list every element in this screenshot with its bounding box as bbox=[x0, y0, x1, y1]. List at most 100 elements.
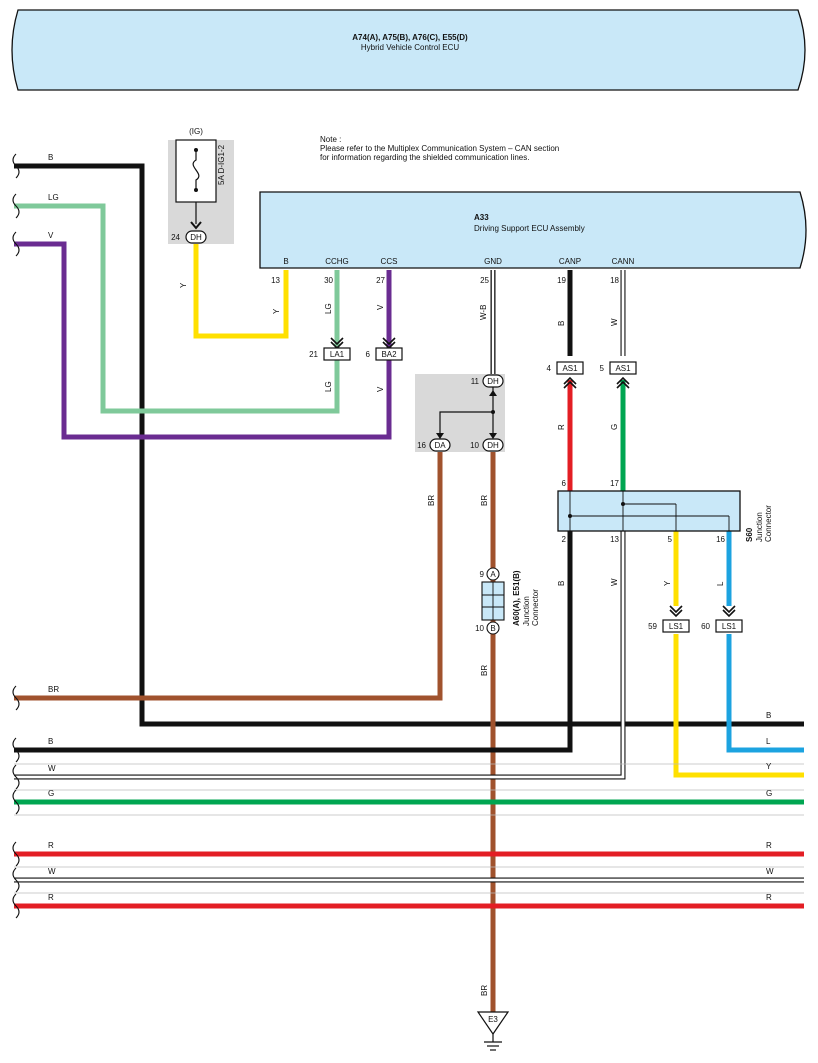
wire-label-br-ground: BR bbox=[480, 985, 489, 996]
right-label-7: R bbox=[766, 893, 772, 902]
la1-pin: 21 bbox=[309, 350, 318, 359]
connector-ba2: BA2 6 bbox=[366, 337, 403, 361]
hybrid-vehicle-control-ecu: A74(A), A75(B), A76(C), E55(D) Hybrid Ve… bbox=[11, 9, 806, 91]
connector-as1-canp: AS1 4 bbox=[547, 361, 584, 389]
wire-br-left bbox=[14, 450, 443, 701]
s60-pin-16: 16 bbox=[716, 535, 725, 544]
wire-label-br-da: BR bbox=[427, 495, 436, 506]
left-label-2: LG bbox=[48, 193, 59, 202]
terminal-canp: CANP bbox=[559, 257, 581, 266]
wire-label-w-b: W-B bbox=[479, 305, 488, 320]
as1-canp-name: AS1 bbox=[562, 364, 578, 373]
connector-as1-cann: AS1 5 bbox=[600, 361, 637, 389]
ground-e3: E3 bbox=[476, 1011, 510, 1051]
fuse-rating: 5A D-IG1-2 bbox=[217, 144, 226, 185]
fuse-connector: DH bbox=[190, 233, 202, 242]
wire-label-v-low: V bbox=[376, 386, 385, 392]
note-line-3: for information regarding the shielded c… bbox=[320, 153, 529, 162]
pin-18: 18 bbox=[610, 276, 619, 285]
wire-label-cann: W bbox=[610, 318, 619, 326]
wire-label-s60-b: B bbox=[557, 581, 566, 586]
wire-label-canp: B bbox=[557, 321, 566, 326]
a60-pin-bottom: 10 bbox=[475, 624, 484, 633]
ecu-code: A33 bbox=[474, 213, 489, 222]
right-label-2: L bbox=[766, 737, 771, 746]
da-name: DA bbox=[434, 441, 446, 450]
junction-connector-a60: A 9 B 10 A60(A), E51(B) Junction Connect… bbox=[475, 567, 540, 635]
ba2-pin: 6 bbox=[366, 350, 371, 359]
wire-v bbox=[14, 241, 392, 440]
s60-pin-17: 17 bbox=[610, 479, 619, 488]
right-label-3: Y bbox=[766, 762, 772, 771]
connector-ls1-59: LS1 59 bbox=[648, 605, 690, 633]
junction-connector-s60: 6 17 2 13 5 16 S60 Junction Connector bbox=[557, 479, 773, 544]
ecu-name: Driving Support ECU Assembly bbox=[474, 224, 585, 233]
wire-label-s60-y: Y bbox=[663, 580, 672, 586]
left-cut-marks bbox=[12, 153, 20, 919]
wire-b-top bbox=[14, 163, 804, 727]
left-label-6: W bbox=[48, 764, 56, 773]
ba2-name: BA2 bbox=[381, 350, 397, 359]
terminal-ccs: CCS bbox=[381, 257, 398, 266]
s60-label-2: Connector bbox=[764, 505, 773, 542]
note-line-1: Note : bbox=[320, 135, 341, 144]
ls1-59-pin: 59 bbox=[648, 622, 657, 631]
left-label-4: BR bbox=[48, 685, 59, 694]
right-label-6: W bbox=[766, 867, 774, 876]
left-label-10: R bbox=[48, 893, 54, 902]
dh-bottom-name: DH bbox=[487, 441, 499, 450]
s60-code: S60 bbox=[745, 527, 754, 542]
s60-pin-2: 2 bbox=[562, 535, 567, 544]
left-label-1: B bbox=[48, 153, 53, 162]
dh-junction-block: DH 11 DA 16 DH 10 bbox=[415, 374, 505, 452]
wire-label-lg-ecu: LG bbox=[324, 303, 333, 314]
terminal-cann: CANN bbox=[612, 257, 635, 266]
wire-label-v-ecu: V bbox=[376, 304, 385, 310]
pin-13: 13 bbox=[271, 276, 280, 285]
a60-label-2: Connector bbox=[531, 589, 540, 626]
driving-support-ecu: A33 Driving Support ECU Assembly B CCHG … bbox=[259, 191, 807, 269]
wire-label-y-ecu: Y bbox=[272, 308, 281, 314]
s60-pin-6: 6 bbox=[562, 479, 567, 488]
terminal-b: B bbox=[283, 257, 288, 266]
left-label-3: V bbox=[48, 231, 54, 240]
s60-pin-5: 5 bbox=[668, 535, 673, 544]
a60-tag-top: A bbox=[490, 570, 496, 579]
a60-tag-bottom: B bbox=[490, 624, 495, 633]
dh-bottom-pin: 10 bbox=[470, 441, 479, 450]
top-ecu-name: Hybrid Vehicle Control ECU bbox=[361, 43, 459, 52]
a60-pin-top: 9 bbox=[480, 570, 485, 579]
connector-la1: LA1 21 bbox=[309, 337, 351, 361]
fuse-group-label: (IG) bbox=[189, 127, 203, 136]
left-label-7: G bbox=[48, 789, 54, 798]
wire-label-br-junction: BR bbox=[480, 665, 489, 676]
s60-label-1: Junction bbox=[755, 512, 764, 542]
as1-cann-pin: 5 bbox=[600, 364, 605, 373]
wire-label-br-dh: BR bbox=[480, 495, 489, 506]
la1-name: LA1 bbox=[330, 350, 345, 359]
ls1-59-name: LS1 bbox=[669, 622, 684, 631]
note: Note : Please refer to the Multiplex Com… bbox=[320, 135, 559, 162]
wire-l-right bbox=[726, 634, 804, 753]
terminal-cchg: CCHG bbox=[325, 257, 349, 266]
left-label-5: B bbox=[48, 737, 53, 746]
dh-top-name: DH bbox=[487, 377, 499, 386]
left-label-9: W bbox=[48, 867, 56, 876]
a60-label-1: Junction bbox=[522, 596, 531, 626]
right-label-4: G bbox=[766, 789, 772, 798]
pin-25: 25 bbox=[480, 276, 489, 285]
wire-b-s60 bbox=[14, 530, 573, 753]
wire-label-s60-l: L bbox=[716, 581, 725, 586]
fuse-block: (IG) 5A D-IG1-2 DH 24 bbox=[168, 127, 234, 244]
da-pin: 16 bbox=[417, 441, 426, 450]
ls1-60-pin: 60 bbox=[701, 622, 710, 631]
s60-pin-13: 13 bbox=[610, 535, 619, 544]
ground-name: E3 bbox=[488, 1015, 498, 1024]
terminal-gnd: GND bbox=[484, 257, 502, 266]
wire-w-s60 bbox=[14, 530, 625, 779]
wire-label-r-can: R bbox=[557, 424, 566, 430]
a60-code: A60(A), E51(B) bbox=[512, 570, 521, 626]
connector-ls1-60: LS1 60 bbox=[701, 605, 743, 633]
pin-19: 19 bbox=[557, 276, 566, 285]
